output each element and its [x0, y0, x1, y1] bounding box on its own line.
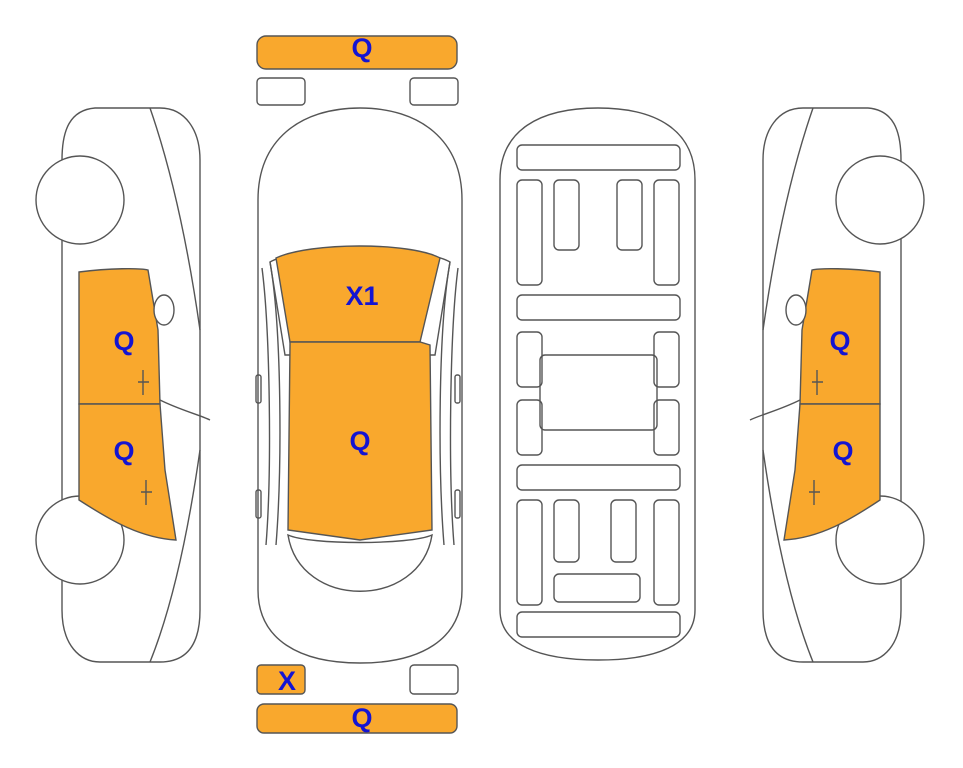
left-front-handle-icon: [138, 370, 149, 395]
right-mirror-side: [785, 294, 807, 326]
left-rear-handle-icon: [141, 480, 152, 505]
hood-code: Q: [349, 426, 370, 456]
front-bumper[interactable]: [256, 35, 458, 70]
hood-panel[interactable]: [287, 341, 433, 541]
right-rear-door[interactable]: [783, 403, 881, 541]
underbody-rail-3: [616, 179, 643, 251]
underbody-rear-bar: [516, 611, 681, 638]
car-top-body: [257, 107, 463, 664]
underbody-side-1: [516, 331, 543, 388]
rear-left-light-code: X: [278, 666, 296, 696]
right-side-window-line: [762, 107, 814, 663]
rear-right-light[interactable]: [409, 664, 459, 695]
right-pillar-lines: [439, 261, 459, 546]
underbody-rail-2: [553, 179, 580, 251]
front-right-light[interactable]: [409, 77, 459, 106]
right-mirror: [454, 374, 461, 404]
underbody-center-panel: [539, 354, 658, 431]
underbody-rail-7: [610, 499, 637, 563]
right-front-handle-icon: [812, 370, 823, 395]
left-rear-door[interactable]: [78, 403, 177, 541]
left-window-line: [159, 399, 211, 421]
right-rear-handle-icon: [809, 480, 820, 505]
right-window-line: [749, 399, 801, 421]
underbody-rail-6: [553, 499, 580, 563]
underbody-crossbar-1: [516, 294, 681, 321]
right-rear-door-code: Q: [832, 436, 853, 466]
right-mirror-rear: [454, 489, 461, 519]
rear-window: [287, 533, 433, 592]
underbody-front-bar: [516, 144, 681, 171]
left-pillar-lines: [261, 261, 281, 546]
underbody-tank: [553, 573, 641, 603]
left-side-window-line: [149, 107, 201, 663]
left-front-door[interactable]: [78, 267, 161, 405]
left-mirror: [255, 374, 262, 404]
right-side-body: [762, 107, 902, 663]
front-left-light[interactable]: [256, 77, 306, 106]
underbody-side-4: [653, 399, 680, 456]
left-front-door-code: Q: [113, 326, 134, 356]
left-mirror-side: [153, 294, 175, 326]
left-front-wheel: [35, 155, 125, 245]
rear-bumper-code: Q: [351, 703, 372, 733]
underbody-outline: [499, 107, 696, 661]
underbody-rail-5: [516, 499, 543, 606]
underbody-crossbar-2: [516, 464, 681, 491]
roof-panel[interactable]: [275, 245, 441, 343]
underbody-side-2: [653, 331, 680, 388]
underbody-rail-4: [653, 179, 680, 286]
underbody-side-3: [516, 399, 543, 456]
underbody-rail-1: [516, 179, 543, 286]
left-mirror-rear: [255, 489, 262, 519]
front-bumper-code: Q: [351, 33, 372, 63]
right-front-door-code: Q: [829, 326, 850, 356]
rear-left-light[interactable]: [256, 664, 306, 695]
left-rear-door-code: Q: [113, 436, 134, 466]
right-front-door[interactable]: [799, 267, 881, 405]
rear-bumper[interactable]: [256, 703, 458, 734]
roof-code: X1: [345, 281, 378, 311]
left-side-body: [61, 107, 201, 663]
right-front-wheel: [835, 155, 925, 245]
underbody-rail-8: [653, 499, 680, 606]
